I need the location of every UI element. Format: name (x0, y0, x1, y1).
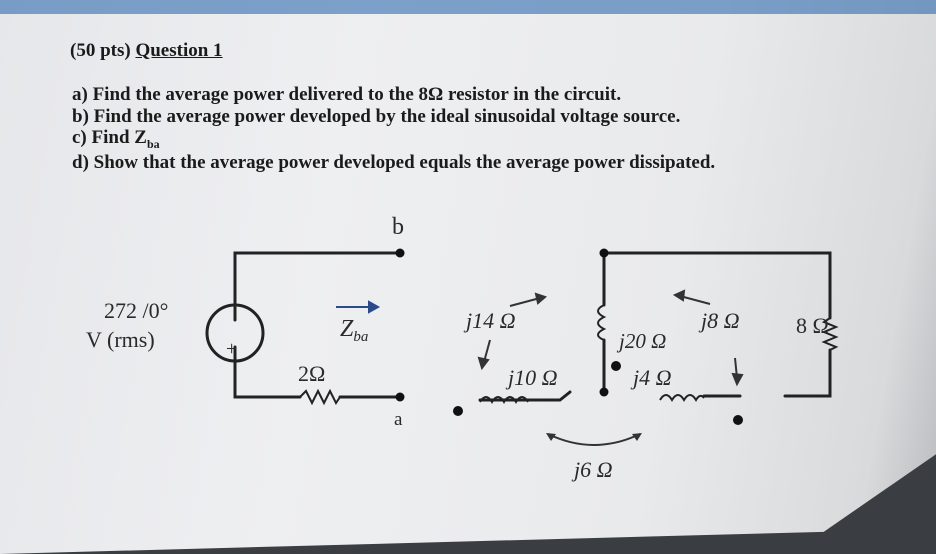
voltage-source-circle (205, 303, 265, 363)
j6-arrow-left (546, 433, 556, 441)
j6-mutual-curve (547, 433, 641, 446)
coupling-dot-j20 (611, 361, 621, 371)
part-d-text: d) Show that the average power developed… (72, 152, 716, 173)
node-b-dot (395, 248, 405, 258)
zba-arrow-head (368, 300, 381, 314)
j6-arrow-right (632, 433, 642, 441)
question-title: Question 1 (135, 40, 223, 61)
inductor-j20 (597, 304, 607, 341)
j14-down-arrow-head (477, 356, 490, 371)
question-heading: (50 pts) Question 1 (70, 40, 223, 62)
source-minus-label: − (229, 295, 239, 315)
j20-label: j20 Ω (616, 329, 666, 353)
node-b-label: b (392, 214, 404, 240)
inductor-j4 (659, 394, 705, 402)
wire-top-left (233, 251, 402, 322)
source-plus-label: + (226, 338, 237, 360)
coupling-dot-j4 (733, 415, 743, 425)
question-points: (50 pts) (70, 40, 131, 61)
screen-edge-bar (0, 0, 936, 14)
resistor-8-ohm (821, 317, 839, 351)
j8-arrow-line (679, 295, 711, 305)
part-c-text: c) Find Zba (72, 127, 160, 151)
j8-arrow-head (672, 289, 686, 302)
j6-label: j6 Ω (571, 457, 613, 482)
wire-bottom-left (233, 345, 302, 399)
j10-label: j10 Ω (505, 365, 558, 390)
j14-top-arrow-line (509, 297, 541, 307)
j14-label: j14 Ω (463, 308, 516, 333)
j4-arrow-head (731, 372, 744, 387)
j4-label: j4 Ω (630, 365, 672, 390)
inductor-j10 (479, 396, 529, 404)
wire-right-bottom (783, 348, 832, 398)
wire-top-right (602, 251, 832, 320)
part-a-text: a) Find the average power delivered to t… (72, 84, 622, 105)
source-value-label: 272 /0° (104, 298, 168, 323)
source-unit-label: V (rms) (86, 327, 155, 352)
junction-top-dot (599, 248, 609, 258)
node-a-dot (395, 392, 405, 402)
r8-label: 8 Ω (796, 313, 829, 338)
resistor-2-ohm (299, 388, 341, 406)
j14-top-arrow-head (534, 292, 547, 305)
part-b-text: b) Find the average power developed by t… (72, 106, 681, 127)
j8-label: j8 Ω (698, 308, 740, 333)
wire-j10 (478, 390, 572, 402)
zba-label: Zba (340, 316, 368, 345)
junction-bottom-dot (599, 387, 609, 397)
coupling-dot-j10 (453, 406, 463, 416)
node-a-label: a (394, 409, 403, 430)
r2-label: 2Ω (298, 361, 325, 386)
